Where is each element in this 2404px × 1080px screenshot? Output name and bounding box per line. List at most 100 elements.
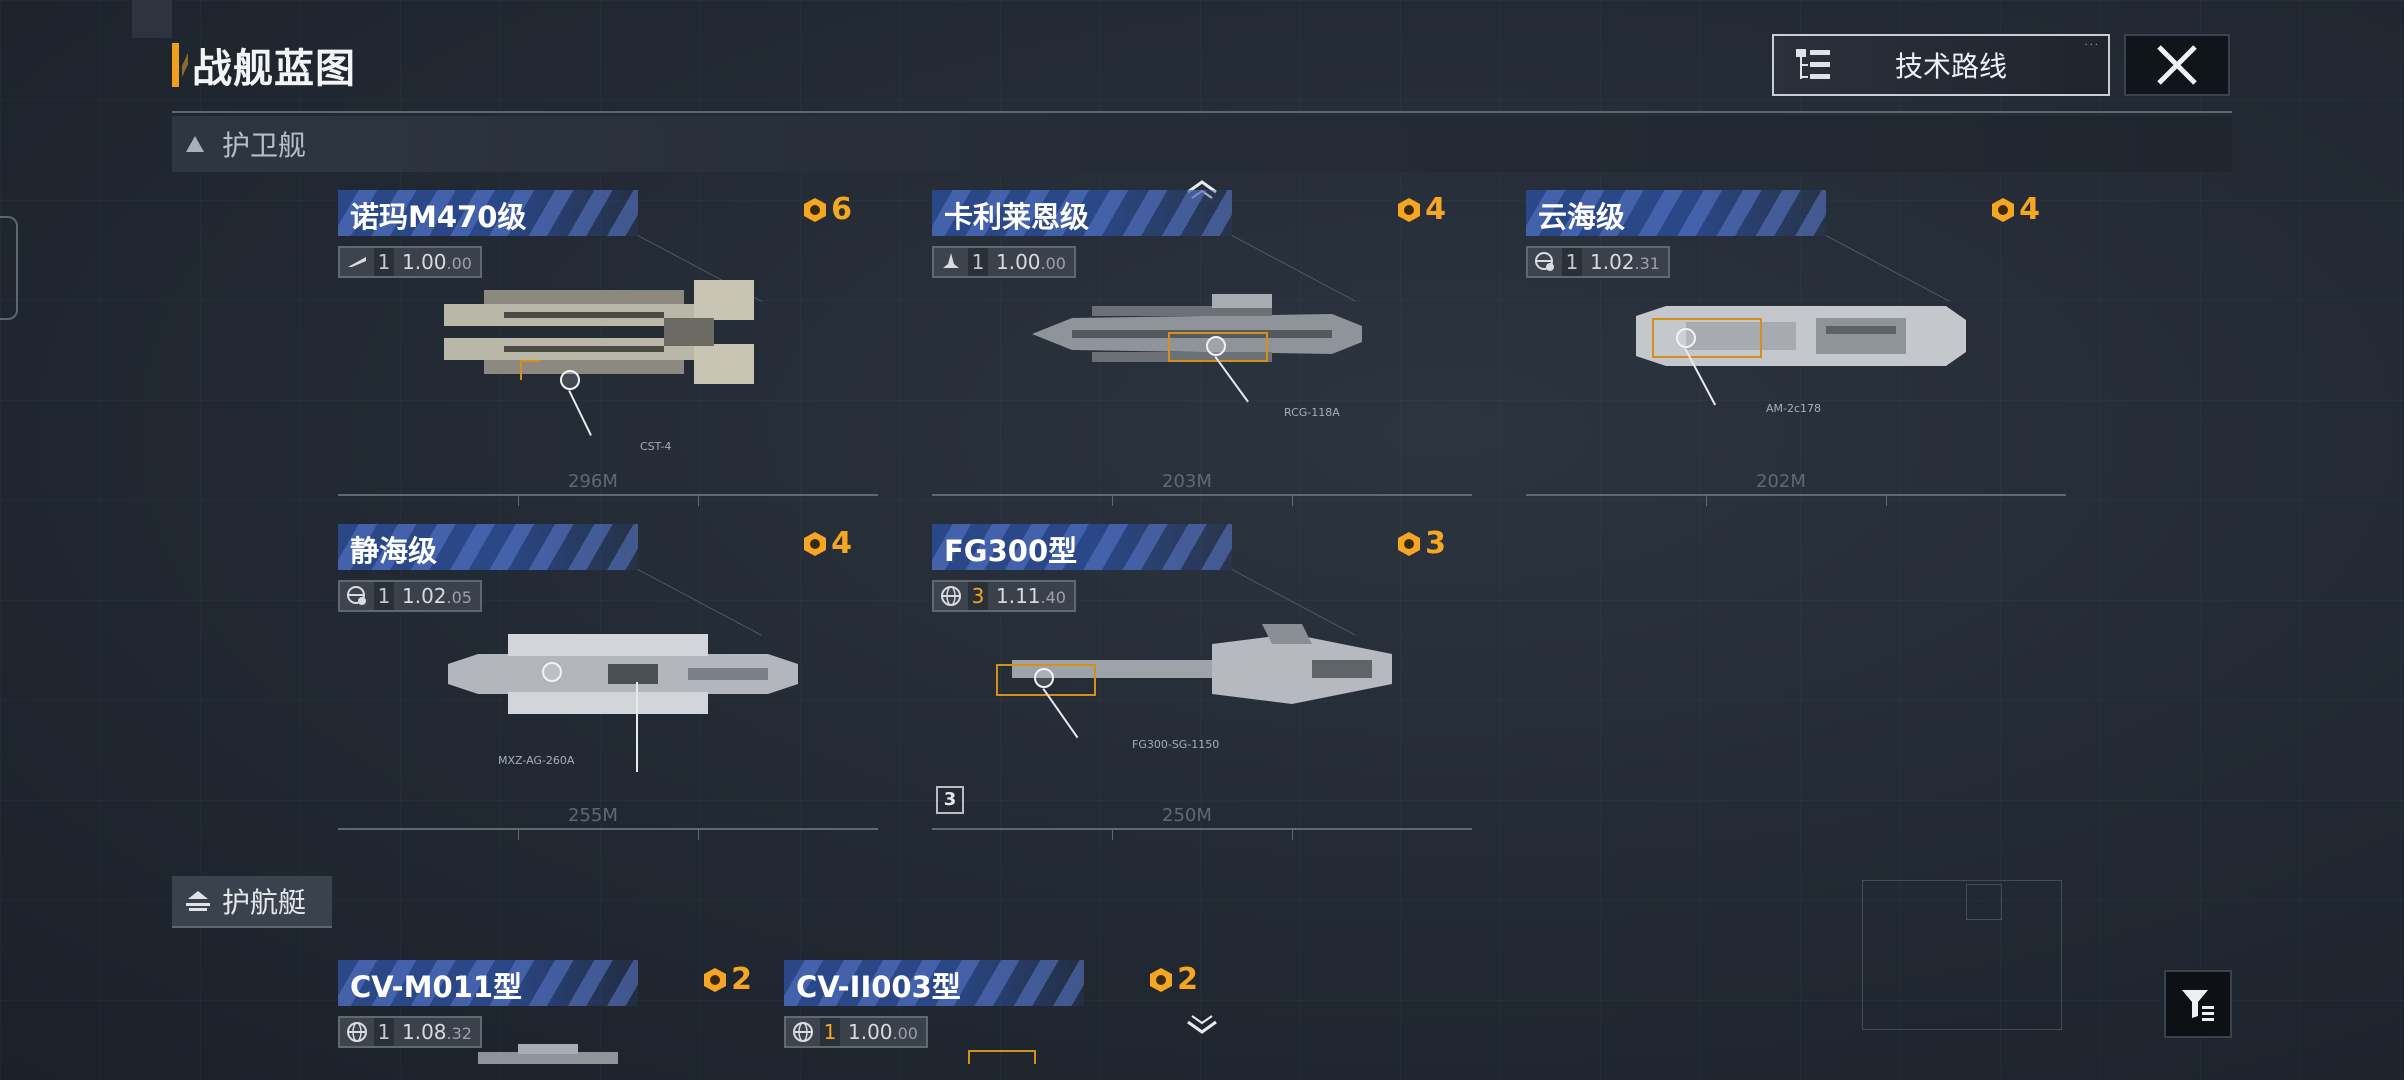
ship-name: CV-M011型 [350,970,523,1004]
stats-bar: 1 1.08.32 [338,1016,482,1048]
header-divider [172,111,2232,113]
version-sub: .00 [892,1024,918,1043]
close-button[interactable] [2124,34,2230,96]
cost-badge: 6 [801,192,852,227]
plate-leader-line [1231,235,1356,302]
plate-leader-line [1825,235,1950,302]
escort-boat-icon [186,891,210,911]
ship-card-cv-ii003[interactable]: CV-II003型 2 1 1.00.00 [784,960,1324,1064]
close-x-icon [2157,45,2197,85]
version-value: 1.11.40 [988,582,1074,610]
command-point-icon [1150,967,1173,992]
stats-bar: 1 1.02.31 [1526,246,1670,278]
weapon-callout-line [568,390,592,436]
corner-decoration [132,0,172,38]
name-plate [1526,190,1826,236]
name-plate [784,960,1084,1006]
ship-card-yunhai[interactable]: 云海级 4 1 1.02.31 AM-2c178 202M [1526,190,2066,506]
section-label: 护卫舰 [222,129,307,162]
version-sub: .31 [1634,254,1660,273]
section-header-escort[interactable]: 护航艇 [172,876,332,928]
stats-bar: 1 1.02.05 [338,580,482,612]
ship-image-kalilaien [1032,294,1362,362]
ship-length: 202M [1756,471,1806,492]
version-value: 1.02.05 [394,582,480,610]
cost-value: 4 [1425,192,1446,227]
ship-image-norma [444,280,754,384]
stats-bar: 3 1.11.40 [932,580,1076,612]
cost-badge: 4 [1395,192,1446,227]
command-point-icon [1992,197,2015,222]
weapon-label: CST-4 [640,440,672,453]
tech-route-button[interactable]: 技术路线 ··· [1772,34,2110,96]
stats-bar: 1 1.00.00 [932,246,1076,278]
cost-value: 4 [2019,192,2040,227]
target-bracket [520,360,540,380]
ship-image-cv-m011 [478,1044,618,1064]
command-point-icon [704,967,727,992]
version-value: 1.00.00 [394,248,480,276]
ship-card-jinghai[interactable]: 静海级 4 1 1.02.05 MXZ-AG-260A 255M [338,524,878,840]
version-value: 1.00.00 [988,248,1074,276]
weapon-marker [1034,668,1054,688]
version-main: 1.02 [402,584,447,608]
version-value: 1.08.32 [394,1018,480,1046]
cost-badge: 4 [1989,192,2040,227]
ship-card-kalilaien[interactable]: 卡利莱恩级 4 1 1.00.00 RCG-118A 203M [932,190,1472,506]
stats-bar: 1 1.00.00 [784,1016,928,1048]
tier-value: 1 [374,1018,394,1046]
ship-name: 卡利莱恩级 [944,200,1090,234]
ship-name: 云海级 [1538,200,1626,234]
tree-list-icon [1796,49,1830,79]
weapon-label: MXZ-AG-260A [498,754,575,767]
weapon-label: FG300-SG-1150 [1132,738,1220,751]
ship-length: 255M [568,805,618,826]
name-plate [932,190,1232,236]
tier-value: 1 [820,1018,840,1046]
ship-card-norma-m470[interactable]: 诺玛M470级 6 1 1.00.00 CST-4 296M [338,190,878,506]
globe-icon [934,582,968,610]
ship-name: FG300型 [944,534,1078,568]
globe-gear-icon [1528,248,1562,276]
plate-leader-line [637,569,762,636]
tier-badge: 3 [936,786,964,814]
ship-card-cv-m011[interactable]: CV-M011型 2 1 1.08.32 [338,960,878,1064]
cost-value: 3 [1425,526,1446,561]
name-plate [338,190,638,236]
section-header-frigate[interactable]: 护卫舰 [172,116,2232,172]
ship-card-fg300[interactable]: FG300型 3 3 1.11.40 FG300-SG-1150 3 250M [932,524,1472,840]
scroll-down-chevron-icon[interactable] [1186,1014,1218,1038]
side-drawer-handle[interactable] [0,216,18,320]
cost-badge: 4 [801,526,852,561]
stats-bar: 1 1.00.00 [338,246,482,278]
scale-ruler [338,828,878,840]
ship-name: CV-II003型 [796,970,961,1004]
button-dots: ··· [2084,40,2100,51]
command-point-icon [804,197,827,222]
version-main: 1.02 [1590,250,1635,274]
cost-badge: 2 [1147,962,1198,997]
collapse-triangle-icon [186,136,204,152]
cost-badge: 3 [1395,526,1446,561]
version-main: 1.00 [996,250,1041,274]
globe-icon [786,1018,820,1046]
filter-button[interactable] [2164,970,2232,1038]
version-sub: .32 [446,1024,472,1043]
scale-ruler [338,494,878,506]
target-bracket [1652,318,1762,358]
ship-length: 203M [1162,471,1212,492]
title-accent-slash [182,43,188,87]
title-accent [172,43,179,87]
ship-name: 诺玛M470级 [350,200,527,234]
tier-value: 1 [374,582,394,610]
version-main: 1.00 [848,1020,893,1044]
weapon-label: RCG-118A [1284,406,1340,419]
background-schematic [1862,880,2062,1030]
ship-name: 静海级 [350,534,438,568]
version-value: 1.00.00 [840,1018,926,1046]
globe-icon [340,1018,374,1046]
version-sub: .05 [446,588,472,607]
version-main: 1.11 [996,584,1041,608]
scale-ruler [1526,494,2066,506]
cost-value: 2 [731,962,752,997]
